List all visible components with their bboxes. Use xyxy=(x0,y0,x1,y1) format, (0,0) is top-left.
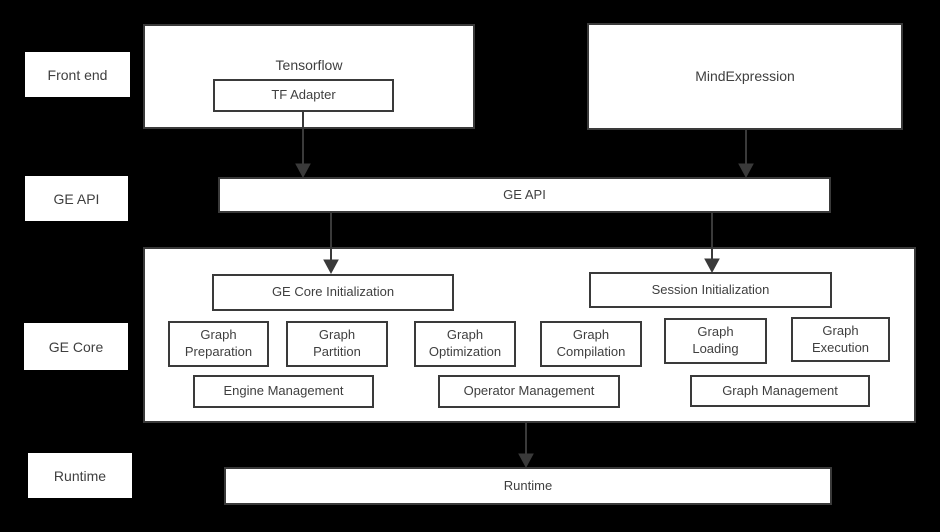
graph-optimization-box: Graph Optimization xyxy=(414,321,516,367)
graph-execution-box: Graph Execution xyxy=(791,317,890,362)
runtime-bar-label: Runtime xyxy=(503,477,553,493)
graph-compilation-label: Graph Compilation xyxy=(556,327,626,359)
graph-optimization-label: Graph Optimization xyxy=(428,327,502,359)
operator-management-label: Operator Management xyxy=(463,383,595,399)
graph-loading-box: Graph Loading xyxy=(664,318,767,364)
tensorflow-label: Tensorflow xyxy=(275,57,343,73)
arrow-mindexpression-to-ge-api xyxy=(738,130,754,179)
tf-adapter-label: TF Adapter xyxy=(271,87,336,103)
layer-label-ge-core: GE Core xyxy=(24,323,128,370)
graph-loading-label: Graph Loading xyxy=(692,324,739,356)
session-initialization-box: Session Initialization xyxy=(589,272,832,308)
graph-management-box: Graph Management xyxy=(690,375,870,407)
arrow-head xyxy=(295,163,311,179)
layer-label-runtime: Runtime xyxy=(28,453,132,498)
operator-management-box: Operator Management xyxy=(438,375,620,408)
arrow-head xyxy=(518,453,534,469)
ge-core-container: GE Core Initialization Session Initializ… xyxy=(143,247,916,423)
tensorflow-box: Tensorflow TF Adapter xyxy=(143,24,475,129)
mindexpression-label: MindExpression xyxy=(695,68,795,85)
graph-partition-label: Graph Partition xyxy=(313,327,361,359)
engine-management-label: Engine Management xyxy=(223,383,344,399)
graph-preparation-label: Graph Preparation xyxy=(184,327,253,359)
engine-management-box: Engine Management xyxy=(193,375,374,408)
arrow-ge-core-to-runtime xyxy=(518,423,534,469)
ge-core-initialization-box: GE Core Initialization xyxy=(212,274,454,311)
runtime-bar: Runtime xyxy=(224,467,832,505)
graph-compilation-box: Graph Compilation xyxy=(540,321,642,367)
graph-partition-box: Graph Partition xyxy=(286,321,388,367)
ge-api-bar: GE API xyxy=(218,177,831,213)
session-initialization-label: Session Initialization xyxy=(651,281,770,297)
graph-execution-label: Graph Execution xyxy=(811,322,870,355)
ge-core-initialization-label: GE Core Initialization xyxy=(271,284,395,300)
layer-label-ge-api: GE API xyxy=(25,176,128,221)
ge-api-bar-label: GE API xyxy=(503,186,546,202)
tf-adapter-box: TF Adapter xyxy=(213,79,394,112)
arrow-head xyxy=(738,163,754,179)
layer-label-front-end: Front end xyxy=(25,52,130,97)
graph-preparation-box: Graph Preparation xyxy=(168,321,269,367)
mindexpression-box: MindExpression xyxy=(587,23,903,130)
graph-management-label: Graph Management xyxy=(722,382,838,398)
